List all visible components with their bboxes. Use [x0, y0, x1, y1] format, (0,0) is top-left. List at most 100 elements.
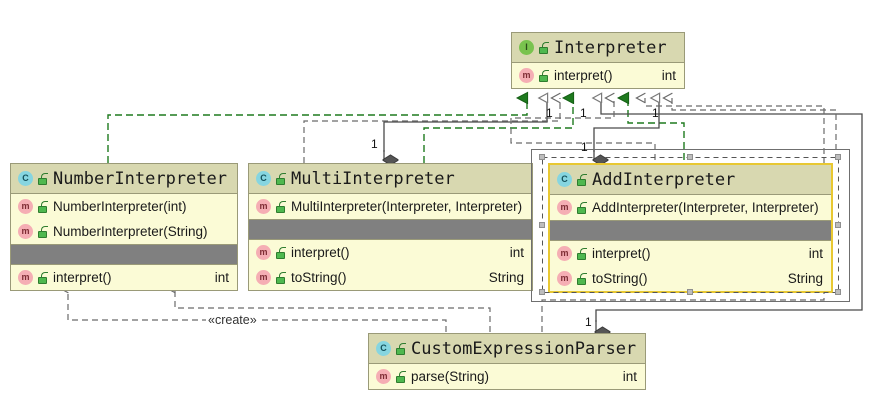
class-name-interpreter: Interpreter: [554, 37, 667, 58]
empty-compartment-band: [11, 244, 237, 265]
member-row[interactable]: m interpret() int: [512, 63, 684, 88]
dependency-addinterpreter-interpreter-b: [662, 92, 837, 160]
class-header-numberinterpreter: C NumberInterpreter: [11, 164, 237, 194]
selection-handle[interactable]: [687, 154, 693, 160]
realization-numberinterpreter-interpreter: [107, 98, 527, 163]
public-lock-icon: [275, 200, 286, 213]
method-badge-icon: m: [557, 200, 572, 215]
public-lock-icon: [37, 225, 48, 238]
public-lock-icon: [37, 271, 48, 284]
selection-handle[interactable]: [835, 289, 841, 295]
stereotype-label-create: «create»: [206, 313, 259, 327]
member-row[interactable]: m toString() String: [249, 265, 532, 290]
class-badge-icon: C: [376, 341, 391, 356]
public-lock-icon: [576, 247, 587, 260]
member-row[interactable]: m interpret() int: [11, 265, 237, 290]
class-header-customexpressionparser: C CustomExpressionParser: [369, 334, 645, 364]
class-box-customexpressionparser[interactable]: C CustomExpressionParser m parse(String)…: [368, 333, 646, 390]
empty-compartment-band: [249, 219, 532, 240]
class-box-multiinterpreter[interactable]: C MultiInterpreter m MultiInterpreter(In…: [248, 163, 533, 291]
multiplicity-label: 1: [580, 106, 587, 120]
multiplicity-label: 1: [585, 315, 592, 329]
public-lock-icon: [275, 246, 286, 259]
class-box-addinterpreter[interactable]: C AddInterpreter m AddInterpreter(Interp…: [548, 163, 833, 293]
member-type: String: [787, 271, 823, 286]
selection-handle[interactable]: [539, 154, 545, 160]
member-name: toString(): [592, 271, 648, 286]
method-badge-icon: m: [557, 271, 572, 286]
method-badge-icon: m: [18, 270, 33, 285]
member-type: int: [808, 246, 823, 261]
class-badge-icon: C: [256, 171, 271, 186]
member-type: int: [509, 245, 524, 260]
public-lock-icon: [275, 271, 286, 284]
class-header-addinterpreter: C AddInterpreter: [550, 165, 831, 195]
association-multiinterpreter-interpreter: [384, 98, 547, 160]
method-badge-icon: m: [18, 199, 33, 214]
dependency-multiinterpreter-interpreter: [303, 92, 561, 163]
member-type: String: [488, 270, 524, 285]
selection-handle[interactable]: [835, 154, 841, 160]
selection-handle[interactable]: [835, 222, 841, 228]
class-header-interpreter: I Interpreter: [512, 33, 684, 63]
constructors-compartment-addinterpreter: m AddInterpreter(Interpreter, Interprete…: [550, 195, 831, 220]
member-name: interpret(): [291, 245, 350, 260]
public-lock-icon: [576, 272, 587, 285]
selection-handle[interactable]: [539, 222, 545, 228]
member-row[interactable]: m AddInterpreter(Interpreter, Interprete…: [550, 195, 831, 220]
member-row[interactable]: m NumberInterpreter(int): [11, 194, 237, 219]
selection-handle[interactable]: [539, 289, 545, 295]
member-row[interactable]: m interpret() int: [249, 240, 532, 265]
member-row[interactable]: m NumberInterpreter(String): [11, 219, 237, 244]
public-lock-icon: [37, 172, 48, 185]
member-name: NumberInterpreter(int): [53, 199, 187, 214]
method-badge-icon: m: [18, 224, 33, 239]
class-name-addinterpreter: AddInterpreter: [592, 169, 736, 190]
method-badge-icon: m: [519, 68, 534, 83]
member-type: int: [661, 68, 676, 83]
member-row[interactable]: m toString() String: [550, 266, 831, 291]
member-name: MultiInterpreter(Interpreter, Interprete…: [291, 199, 523, 214]
class-name-customexpressionparser: CustomExpressionParser: [411, 338, 637, 359]
method-badge-icon: m: [376, 369, 391, 384]
member-name: interpret(): [592, 246, 651, 261]
public-lock-icon: [576, 201, 587, 214]
selection-handle[interactable]: [687, 289, 693, 295]
public-lock-icon: [576, 173, 587, 186]
empty-compartment-band: [550, 220, 831, 241]
public-lock-icon: [395, 370, 406, 383]
association-addinterpreter-interpreter: [594, 98, 659, 160]
methods-compartment-customexpressionparser: m parse(String) int: [369, 364, 645, 389]
class-name-multiinterpreter: MultiInterpreter: [291, 168, 455, 189]
constructors-compartment-multiinterpreter: m MultiInterpreter(Interpreter, Interpre…: [249, 194, 532, 219]
method-badge-icon: m: [256, 199, 271, 214]
methods-compartment-numberinterpreter: m interpret() int: [11, 265, 237, 290]
member-name: AddInterpreter(Interpreter, Interpreter): [592, 200, 819, 215]
method-badge-icon: m: [557, 246, 572, 261]
member-row[interactable]: m interpret() int: [550, 241, 831, 266]
member-name: NumberInterpreter(String): [53, 224, 208, 239]
member-type: int: [214, 270, 229, 285]
class-header-multiinterpreter: C MultiInterpreter: [249, 164, 532, 194]
method-badge-icon: m: [256, 245, 271, 260]
member-row[interactable]: m MultiInterpreter(Interpreter, Interpre…: [249, 194, 532, 219]
multiplicity-label: 1: [371, 137, 378, 151]
class-box-interpreter[interactable]: I Interpreter m interpret() int: [511, 32, 685, 89]
member-row[interactable]: m parse(String) int: [369, 364, 645, 389]
public-lock-icon: [538, 69, 549, 82]
member-name: interpret(): [53, 270, 112, 285]
member-name: interpret(): [554, 68, 613, 83]
multiplicity-label: 1: [581, 140, 588, 154]
methods-compartment-addinterpreter: m interpret() int m toString() String: [550, 241, 831, 291]
public-lock-icon: [275, 172, 286, 185]
public-lock-icon: [395, 342, 406, 355]
class-name-numberinterpreter: NumberInterpreter: [53, 168, 227, 189]
member-name: parse(String): [411, 369, 490, 384]
public-lock-icon: [538, 41, 549, 54]
public-lock-icon: [37, 200, 48, 213]
class-box-numberinterpreter[interactable]: C NumberInterpreter m NumberInterpreter(…: [10, 163, 238, 291]
interface-badge-icon: I: [519, 40, 534, 55]
constructors-compartment-numberinterpreter: m NumberInterpreter(int) m NumberInterpr…: [11, 194, 237, 244]
member-type: int: [622, 369, 637, 384]
